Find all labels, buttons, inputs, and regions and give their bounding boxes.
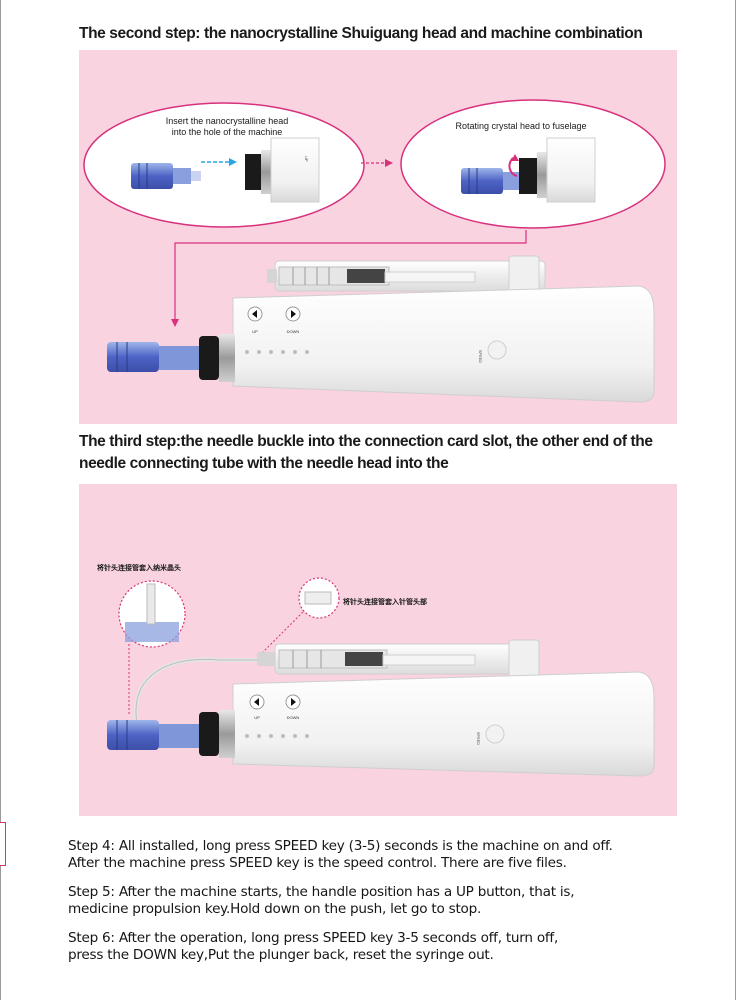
- up-label: UP: [252, 329, 258, 334]
- syringe: [257, 639, 540, 679]
- step-5-line-1: Step 5: After the machine starts, the ha…: [68, 884, 575, 900]
- zoom-circle-left: [118, 580, 186, 648]
- step-6-line-1: Step 6: After the operation, long press …: [68, 930, 559, 946]
- nano-cartridge-main: [107, 342, 199, 372]
- step-5: Step 5: After the machine starts, the ha…: [68, 884, 728, 917]
- nano-cartridge-left: [131, 163, 201, 189]
- step2-heading: The second step: the nanocrystalline Shu…: [79, 25, 643, 42]
- step3-illustration: 将针头连接管套入纳米晶头 将针头连接管套入针管头部: [97, 563, 655, 777]
- down-label: DOWN: [287, 715, 300, 720]
- machine-head-left: UP: [245, 137, 320, 203]
- callout-right-text: Rotating crystal head to fuselage: [455, 121, 586, 131]
- step3-heading-line-1: The third step:the needle buckle into th…: [79, 433, 653, 450]
- machine-body: UP DOWN SPEED: [107, 671, 655, 777]
- step-6-line-2: press the DOWN key,Put the plunger back,…: [68, 946, 494, 963]
- connector-arrow: [174, 230, 527, 321]
- step-4: Step 4: All installed, long press SPEED …: [68, 838, 728, 871]
- speed-button-icon: [487, 340, 507, 360]
- down-label: DOWN: [287, 329, 300, 334]
- step3-illustration-panel: 将针头连接管套入纳米晶头 将针头连接管套入针管头部: [79, 484, 677, 816]
- cap-label: UP: [304, 156, 309, 162]
- step2-illustration-panel: Insert the nanocrystalline head into the…: [79, 50, 677, 424]
- syringe: [267, 255, 546, 297]
- speed-label: SPEED: [476, 732, 480, 745]
- step-5-line-2: medicine propulsion key.Hold down on the…: [68, 900, 482, 917]
- speed-label: SPEED: [478, 350, 482, 363]
- side-tab-marker: [0, 822, 6, 866]
- machine-head-right: [519, 137, 596, 203]
- machine-body: UP DOWN SPEED: [107, 285, 655, 403]
- callout-left-text-2: into the hole of the machine: [172, 127, 283, 137]
- step-6: Step 6: After the operation, long press …: [68, 930, 728, 963]
- callout-left-text-1: Insert the nanocrystalline head: [166, 116, 289, 126]
- page-border-right: [735, 0, 736, 1000]
- grip-dots: [245, 734, 309, 738]
- step3-heading-line-2: needle connecting tube with the needle h…: [79, 455, 449, 472]
- instruction-steps: Step 4: All installed, long press SPEED …: [68, 838, 728, 976]
- up-label: UP: [254, 715, 260, 720]
- zoom-circle-right: [298, 577, 340, 619]
- step2-illustration: Insert the nanocrystalline head into the…: [83, 99, 666, 403]
- page-border-left: [0, 0, 1, 1000]
- label-left-cn: 将针头连接管套入纳米晶头: [97, 563, 181, 572]
- nano-cartridge-right: [461, 168, 519, 194]
- step-4-line-2: After the machine press SPEED key is the…: [68, 854, 567, 871]
- rotate-arrow-icon: [508, 154, 519, 177]
- grip-dots: [245, 350, 309, 354]
- speed-button-icon: [485, 724, 505, 744]
- step-4-line-1: Step 4: All installed, long press SPEED …: [68, 838, 613, 854]
- label-right-cn: 将针头连接管套入针管头部: [343, 597, 427, 606]
- nano-cartridge-main: [107, 720, 199, 750]
